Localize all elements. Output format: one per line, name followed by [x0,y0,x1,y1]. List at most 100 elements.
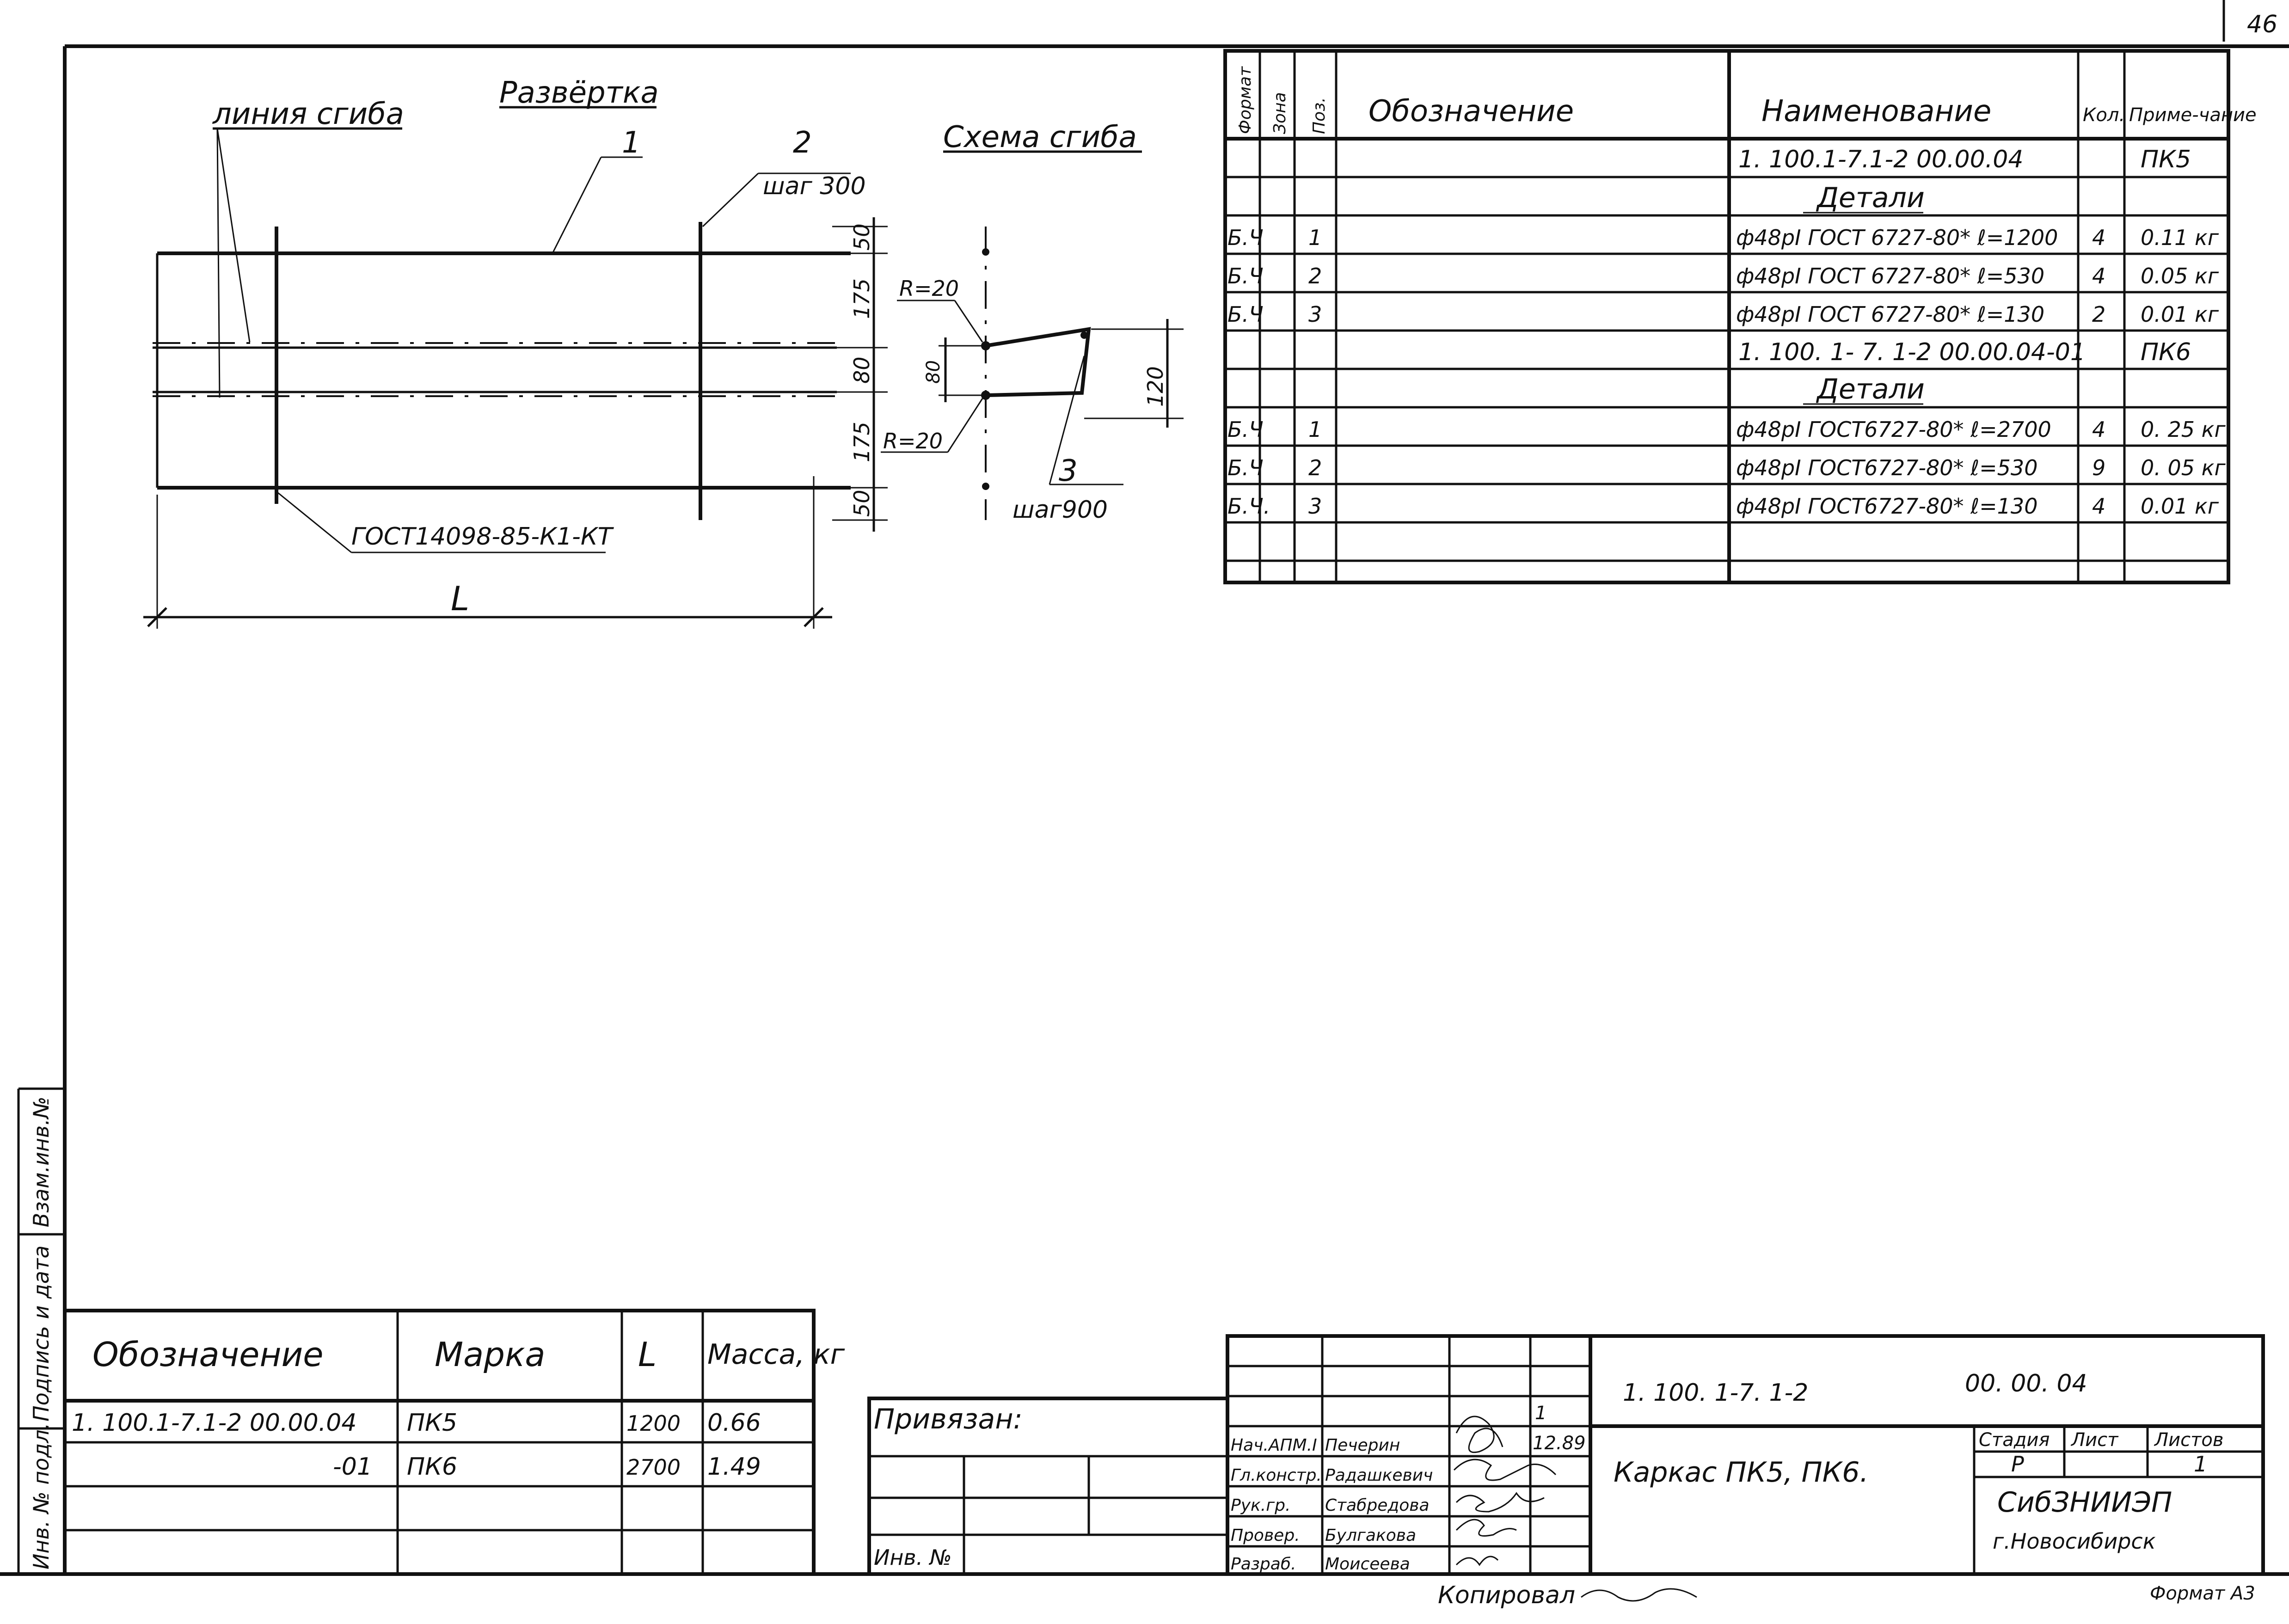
title-doc-number: 00. 00. 04 [1965,1370,2087,1397]
dim-50-top: 50 [849,223,874,251]
spec-header-note: Приме-чание [2129,104,2257,126]
dim-175-top: 175 [849,278,874,319]
side-stamp-vzam: Взам.инв.№ [29,1097,54,1227]
spec-row: Б.Ч 2 ф48рI ГОСТ6727-80* ℓ=530 9 0. 05 к… [1227,455,2226,480]
spec-cell-qty: 2 [2092,302,2105,327]
role-label: Гл.констр. [1231,1466,1322,1485]
callout-1: 1 [622,126,641,160]
bend-scheme-drawing: Схема сгиба R=20 R=20 80 120 3 шаг900 [881,120,1184,524]
radius-label-top: R=20 [899,276,959,301]
title-block: 1. 100. 1-7. 1-2 00. 00. 04 Каркас ПК5, … [1226,1334,2265,1576]
spec-cell-qty: 4 [2092,225,2105,250]
spec-cell-format: Б.Ч [1227,302,1264,327]
spec-cell-format: Б.Ч [1227,264,1264,288]
callout-3: 3 [1059,454,1078,488]
dim-80: 80 [849,356,874,384]
title-sheet-label: Лист [2070,1429,2119,1451]
spec-row: Б.Ч 2 ф48рI ГОСТ 6727-80* ℓ=530 4 0.05 к… [1227,264,2219,288]
title-sheets: 1 [2194,1452,2207,1477]
spec-cell-name: ф48рI ГОСТ 6727-80* ℓ=1200 [1736,225,2058,250]
spec-cell-note: ПК5 [2141,146,2191,173]
signature-row: Рук.гр. Стабредова [1231,1496,1430,1515]
binding-inv-label: Инв. № [874,1545,952,1570]
spec-cell-name: ф48рI ГОСТ6727-80* ℓ=530 [1736,455,2037,480]
marks-row: 1. 100.1-7.1-2 00.00.04 ПК5 1200 0.66 [72,1409,761,1437]
marks-header-designation: Обозначение [92,1335,324,1374]
radius-label-bottom: R=20 [883,429,943,453]
callout-2: 2 [793,126,812,160]
title-city: г.Новосибирск [1993,1529,2156,1554]
spec-row: Б.Ч 1 ф48рI ГОСТ 6727-80* ℓ=1200 4 0.11 … [1227,225,2219,250]
spec-cell-name: ф48рI ГОСТ 6727-80* ℓ=530 [1736,264,2044,288]
spec-header-pos: Поз. [1310,97,1329,134]
spec-row: 1. 100. 1- 7. 1-2 00.00.04-01 ПК6 [1738,338,2191,366]
spec-cell-format: Б.Ч. [1227,494,1270,519]
spec-row: Б.Ч 3 ф48рI ГОСТ 6727-80* ℓ=130 2 0.01 к… [1227,302,2219,327]
signature-row: Разраб. Моисеева [1231,1555,1410,1574]
spec-row: 1. 100.1-7.1-2 00.00.04 ПК5 [1738,146,2191,173]
title-org: СибЗНИИЭП [1997,1486,2172,1519]
side-stamp: Взам.инв.№ Подпись и дата Инв. № подл. [17,1087,65,1574]
marks-cell-length: 1200 [626,1411,681,1436]
marks-header-mark: Марка [435,1335,546,1374]
spec-cell-pos: 2 [1308,455,1322,480]
spec-row: Детали [1803,373,1925,405]
title-doc-code: 1. 100. 1-7. 1-2 [1623,1379,1808,1407]
signature-row: Нач.АПМ.I Печерин [1231,1436,1400,1455]
role-label: Рук.гр. [1231,1496,1290,1515]
spec-cell-qty: 9 [2092,455,2105,480]
dim-50-bottom: 50 [849,490,874,517]
spec-cell-format: Б.Ч [1227,225,1264,250]
spec-row: Б.Ч 1 ф48рI ГОСТ6727-80* ℓ=2700 4 0. 25 … [1227,417,2226,442]
title-stage-label: Стадия [1979,1429,2050,1451]
spec-cell-note: 0.01 кг [2141,494,2219,519]
title-sheets-label: Листов [2154,1429,2223,1451]
marks-header-mass: Масса, кг [707,1338,845,1371]
spec-cell-qty: 4 [2092,264,2105,288]
marks-cell-mark: ПК6 [407,1453,457,1481]
spec-cell-name: Детали [1816,182,1925,214]
title-product: Каркас ПК5, ПК6. [1614,1456,1869,1489]
spec-cell-pos: 3 [1308,302,1322,327]
role-label: Нач.АПМ.I [1231,1436,1317,1455]
spec-cell-name: 1. 100. 1- 7. 1-2 00.00.04-01 [1738,338,2086,366]
side-stamp-inv-podl: Инв. № подл. [29,1423,54,1569]
spec-cell-note: 0. 05 кг [2141,455,2226,480]
spec-cell-name: ф48рI ГОСТ6727-80* ℓ=2700 [1736,417,2051,442]
spec-cell-name: 1. 100.1-7.1-2 00.00.04 [1738,146,2023,173]
marks-cell-designation: 1. 100.1-7.1-2 00.00.04 [72,1409,356,1437]
spec-cell-pos: 2 [1308,264,1322,288]
bend-line-label: линия сгиба [212,97,404,131]
role-name: Булгакова [1325,1526,1416,1545]
page-number: 46 [2247,11,2277,38]
flat-pattern-drawing: Развёртка линия сгиба 1 2 шаг 300 [143,76,888,629]
specification-table: Формат Зона Поз. Обозначение Наименовани… [1223,49,2257,584]
marks-cell-length: 2700 [626,1455,681,1480]
spec-header-name: Наименование [1761,94,1991,129]
marks-row: -01 ПК6 2700 1.49 [333,1453,761,1481]
bend-dim-120: 120 [1143,366,1168,407]
marks-table: Обозначение Марка L Масса, кг 1. 100.1-7… [63,1309,845,1576]
spec-header-qty: Кол. [2083,104,2125,126]
role-name: Моисеева [1325,1555,1410,1574]
marks-header-length: L [638,1335,657,1374]
length-dimension: L [451,579,469,618]
dim-175-bottom: 175 [849,422,874,462]
spec-cell-note: 0. 25 кг [2141,417,2226,442]
spec-header-format: Формат [1236,66,1255,134]
role-label: Провер. [1231,1526,1300,1545]
role-name: Стабредова [1325,1496,1430,1515]
marks-cell-designation: -01 [333,1453,372,1481]
spec-cell-pos: 1 [1308,225,1322,250]
side-stamp-podpis: Подпись и дата [29,1245,54,1422]
spec-cell-pos: 3 [1308,494,1322,519]
step-900-label: шаг900 [1013,496,1108,524]
spec-row: Б.Ч. 3 ф48рI ГОСТ6727-80* ℓ=130 4 0.01 к… [1227,494,2219,519]
title-date: 12.89 [1533,1433,1586,1454]
copier-signature [1581,1588,1697,1602]
step-300-label: шаг 300 [763,172,866,200]
marks-cell-mark: ПК5 [407,1409,457,1437]
spec-cell-name: Детали [1816,373,1925,405]
role-name: Печерин [1325,1436,1400,1455]
